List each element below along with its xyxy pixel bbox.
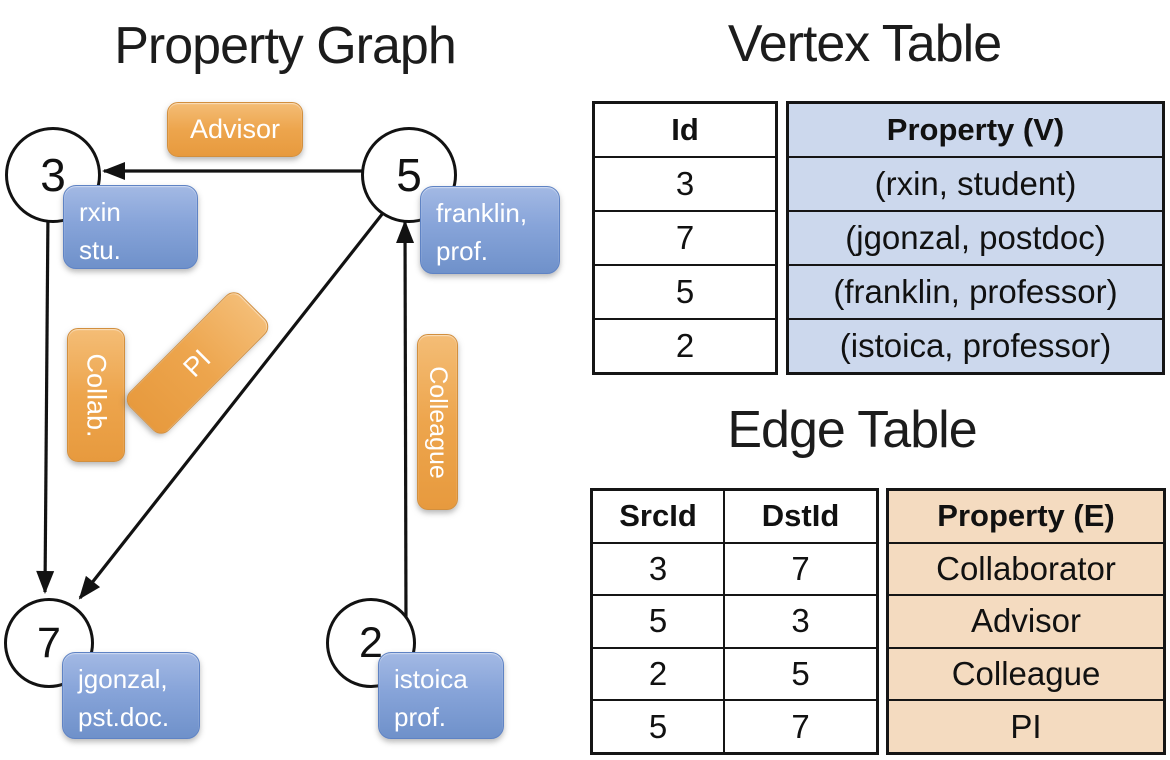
vertex-property-line: prof. [394, 701, 447, 732]
vertex-property-cell: (franklin, professor) [789, 266, 1162, 318]
vertex-property-line: franklin, [436, 198, 528, 228]
table-header-row: Property (V) [789, 104, 1162, 156]
edge-table-title: Edge Table [727, 401, 977, 459]
vertex-id-cell: 2 [675, 327, 695, 364]
edge-table-header-dstid: DstId [723, 491, 876, 542]
edge-table-id-columns: SrcId DstId 3 7 5 3 2 5 5 7 [590, 488, 879, 755]
vertex-property-line: istoica [394, 664, 468, 694]
edge-label-collab: Collab. [67, 328, 125, 462]
edge-src-cell: 5 [648, 707, 668, 745]
vertex-property-line: rxin [79, 197, 121, 227]
edge-src-cell: 2 [648, 655, 668, 693]
table-row: 3 7 [593, 541, 876, 595]
edge-property-cell: Collaborator [889, 543, 1163, 595]
edge-dst-cell: 7 [723, 701, 876, 752]
vertex-id-cell: 5 [675, 273, 695, 310]
table-row: 2 [595, 318, 775, 372]
vertex-property-box-jgonzal: jgonzal, pst.doc. [62, 652, 200, 739]
table-row: Collaborator [889, 541, 1163, 595]
vertex-table-title: Vertex Table [727, 15, 1002, 73]
graph-edges-layer [36, 162, 415, 628]
edge-property-cell: Colleague [889, 648, 1163, 700]
vertex-table-header-id: Id [671, 112, 699, 147]
table-header-row: Property (E) [889, 491, 1163, 542]
vertex-table-header-property: Property (V) [789, 104, 1162, 156]
edge-label-text: PI [177, 343, 217, 383]
table-row: 5 7 [593, 699, 876, 752]
node-5-id: 5 [396, 149, 422, 201]
vertex-table-property-column: Property (V) (rxin, student) (jgonzal, p… [786, 101, 1165, 375]
table-row: (franklin, professor) [789, 264, 1162, 318]
vertex-property-line: pst.doc. [78, 701, 170, 732]
edge-pi-5-to-7 [78, 193, 400, 600]
vertex-table-id-column: Id 3 7 5 2 [592, 101, 778, 375]
node-3-id: 3 [40, 149, 66, 201]
table-header-row: SrcId DstId [593, 491, 876, 542]
table-row: PI [889, 699, 1163, 752]
table-row: 2 5 [593, 646, 876, 700]
edge-property-cell: PI [889, 701, 1163, 752]
edge-label-colleague: Colleague [417, 334, 458, 510]
edge-dst-cell: 7 [723, 543, 876, 595]
table-row: (jgonzal, postdoc) [789, 210, 1162, 264]
table-row: (istoica, professor) [789, 318, 1162, 372]
edge-dst-cell: 5 [723, 648, 876, 700]
vertex-id-cell: 3 [675, 165, 695, 202]
vertex-property-cell: (istoica, professor) [789, 320, 1162, 372]
table-row: Colleague [889, 646, 1163, 700]
vertex-property-box-franklin: franklin, prof. [420, 186, 560, 274]
vertex-property-cell: (rxin, student) [789, 158, 1162, 210]
node-7-id: 7 [37, 618, 61, 667]
edge-label-advisor: Advisor [167, 102, 303, 157]
edge-colleague-2-to-5 [396, 220, 415, 628]
vertex-property-box-istoica: istoica prof. [378, 652, 504, 739]
table-header-row: Id [595, 104, 775, 156]
table-row: 5 [595, 264, 775, 318]
vertex-property-cell: (jgonzal, postdoc) [789, 212, 1162, 264]
table-row: 7 [595, 210, 775, 264]
vertex-property-line: jgonzal, [78, 664, 168, 694]
table-row: 5 3 [593, 594, 876, 647]
vertex-property-box-rxin: rxin stu. [63, 185, 198, 269]
edge-src-cell: 3 [648, 549, 668, 587]
edge-src-cell: 5 [648, 602, 668, 640]
edge-label-text: Advisor [189, 114, 281, 144]
vertex-id-cell: 7 [675, 219, 695, 256]
edge-collaborator-3-to-7 [36, 209, 55, 594]
edge-label-text: Collab. [81, 352, 112, 438]
edge-table-property-column: Property (E) Collaborator Advisor Collea… [886, 488, 1166, 755]
table-row: 3 [595, 156, 775, 210]
edge-table: SrcId DstId 3 7 5 3 2 5 5 7 Property (E) [590, 488, 1166, 755]
vertex-property-line: stu. [79, 234, 121, 265]
table-row: (rxin, student) [789, 156, 1162, 210]
edge-table-header-property: Property (E) [889, 491, 1163, 542]
table-row: Advisor [889, 594, 1163, 647]
edge-dst-cell: 3 [723, 596, 876, 647]
edge-table-header-srcid: SrcId [619, 498, 697, 534]
property-graph-title: Property Graph [114, 17, 457, 75]
edge-property-cell: Advisor [889, 596, 1163, 647]
edge-label-text: Colleague [424, 365, 452, 479]
vertex-property-line: prof. [436, 235, 489, 266]
node-2-id: 2 [359, 618, 383, 667]
vertex-table: Id 3 7 5 2 Property (V) (rxin, student) [592, 101, 1165, 375]
